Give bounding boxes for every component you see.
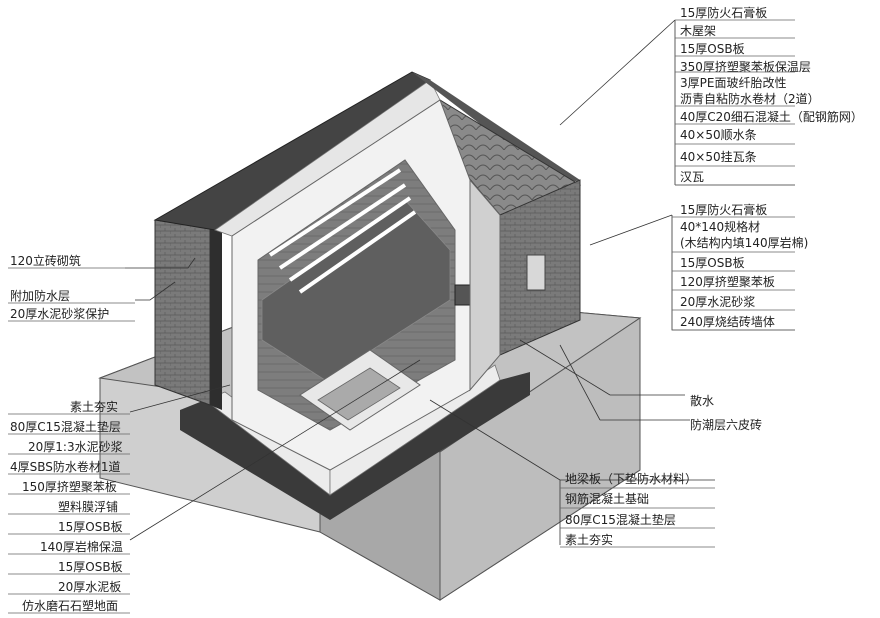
foundation-label-2: 钢筋混凝土基础 <box>565 492 650 506</box>
left-brick-wall <box>154 217 222 410</box>
wall-left-label-3: 20厚水泥砂浆保护 <box>10 307 110 321</box>
floor-label-6: 塑料膜浮铺 <box>58 500 119 514</box>
floor-label-10: 20厚水泥板 <box>58 580 122 594</box>
foundation-label-3: 80厚C15混凝土垫层 <box>565 513 676 527</box>
foundation-label-1: 地梁板（下垫防水材料） <box>565 472 698 486</box>
right-brick-wall <box>499 179 581 356</box>
wall-left-label-2: 附加防水层 <box>10 289 71 303</box>
wall-right-label-5: 120厚挤塑聚苯板 <box>680 275 775 289</box>
wall-right-label-6: 20厚水泥砂浆 <box>680 295 756 309</box>
floor-label-11: 仿水磨石石塑地面 <box>22 599 119 613</box>
wall-right-label-1: 15厚防火石膏板 <box>680 203 768 217</box>
floor-label-2: 80厚C15混凝土垫层 <box>10 420 121 434</box>
floor-label-7: 15厚OSB板 <box>58 520 123 534</box>
wall-right-label-3: (木结构内填140厚岩棉) <box>680 236 809 250</box>
roof-label-1: 15厚防火石膏板 <box>680 6 768 20</box>
floor-label-3: 20厚1:3水泥砂浆 <box>28 440 123 454</box>
roof-label-4: 350厚挤塑聚苯板保温层 <box>680 60 811 74</box>
wall-right-label-4: 15厚OSB板 <box>680 256 745 270</box>
floor-label-8: 140厚岩棉保温 <box>40 540 123 554</box>
wall-right-label-7: 240厚烧结砖墙体 <box>680 315 775 329</box>
wall-right-label-2: 40*140规格材 <box>680 220 761 234</box>
roof-label-3: 15厚OSB板 <box>680 42 745 56</box>
window-opening <box>526 254 546 291</box>
apron-label-1: 散水 <box>690 394 715 408</box>
apron-label-2: 防潮层六皮砖 <box>690 418 763 432</box>
floor-label-5: 150厚挤塑聚苯板 <box>22 480 117 494</box>
roof-label-6: 沥青自粘防水卷材（2道） <box>680 92 820 106</box>
interior-section <box>231 99 501 471</box>
floor-label-4: 4厚SBS防水卷材1道 <box>10 460 121 474</box>
wall-left-label-1: 120立砖砌筑 <box>10 254 81 268</box>
roof-label-10: 汉瓦 <box>680 170 705 184</box>
roof-label-7: 40厚C20细石混凝土（配钢筋网） <box>680 110 863 124</box>
roof-label-2: 木屋架 <box>680 24 717 38</box>
floor-label-1: 素土夯实 <box>70 400 119 414</box>
roof-label-8: 40×50顺水条 <box>680 128 757 142</box>
floor-label-9: 15厚OSB板 <box>58 560 123 574</box>
roof-label-5: 3厚PE面玻纤胎改性 <box>680 76 787 90</box>
roof <box>153 71 582 237</box>
roof-label-9: 40×50挂瓦条 <box>680 150 757 164</box>
foundation-label-4: 素土夯实 <box>565 533 614 547</box>
